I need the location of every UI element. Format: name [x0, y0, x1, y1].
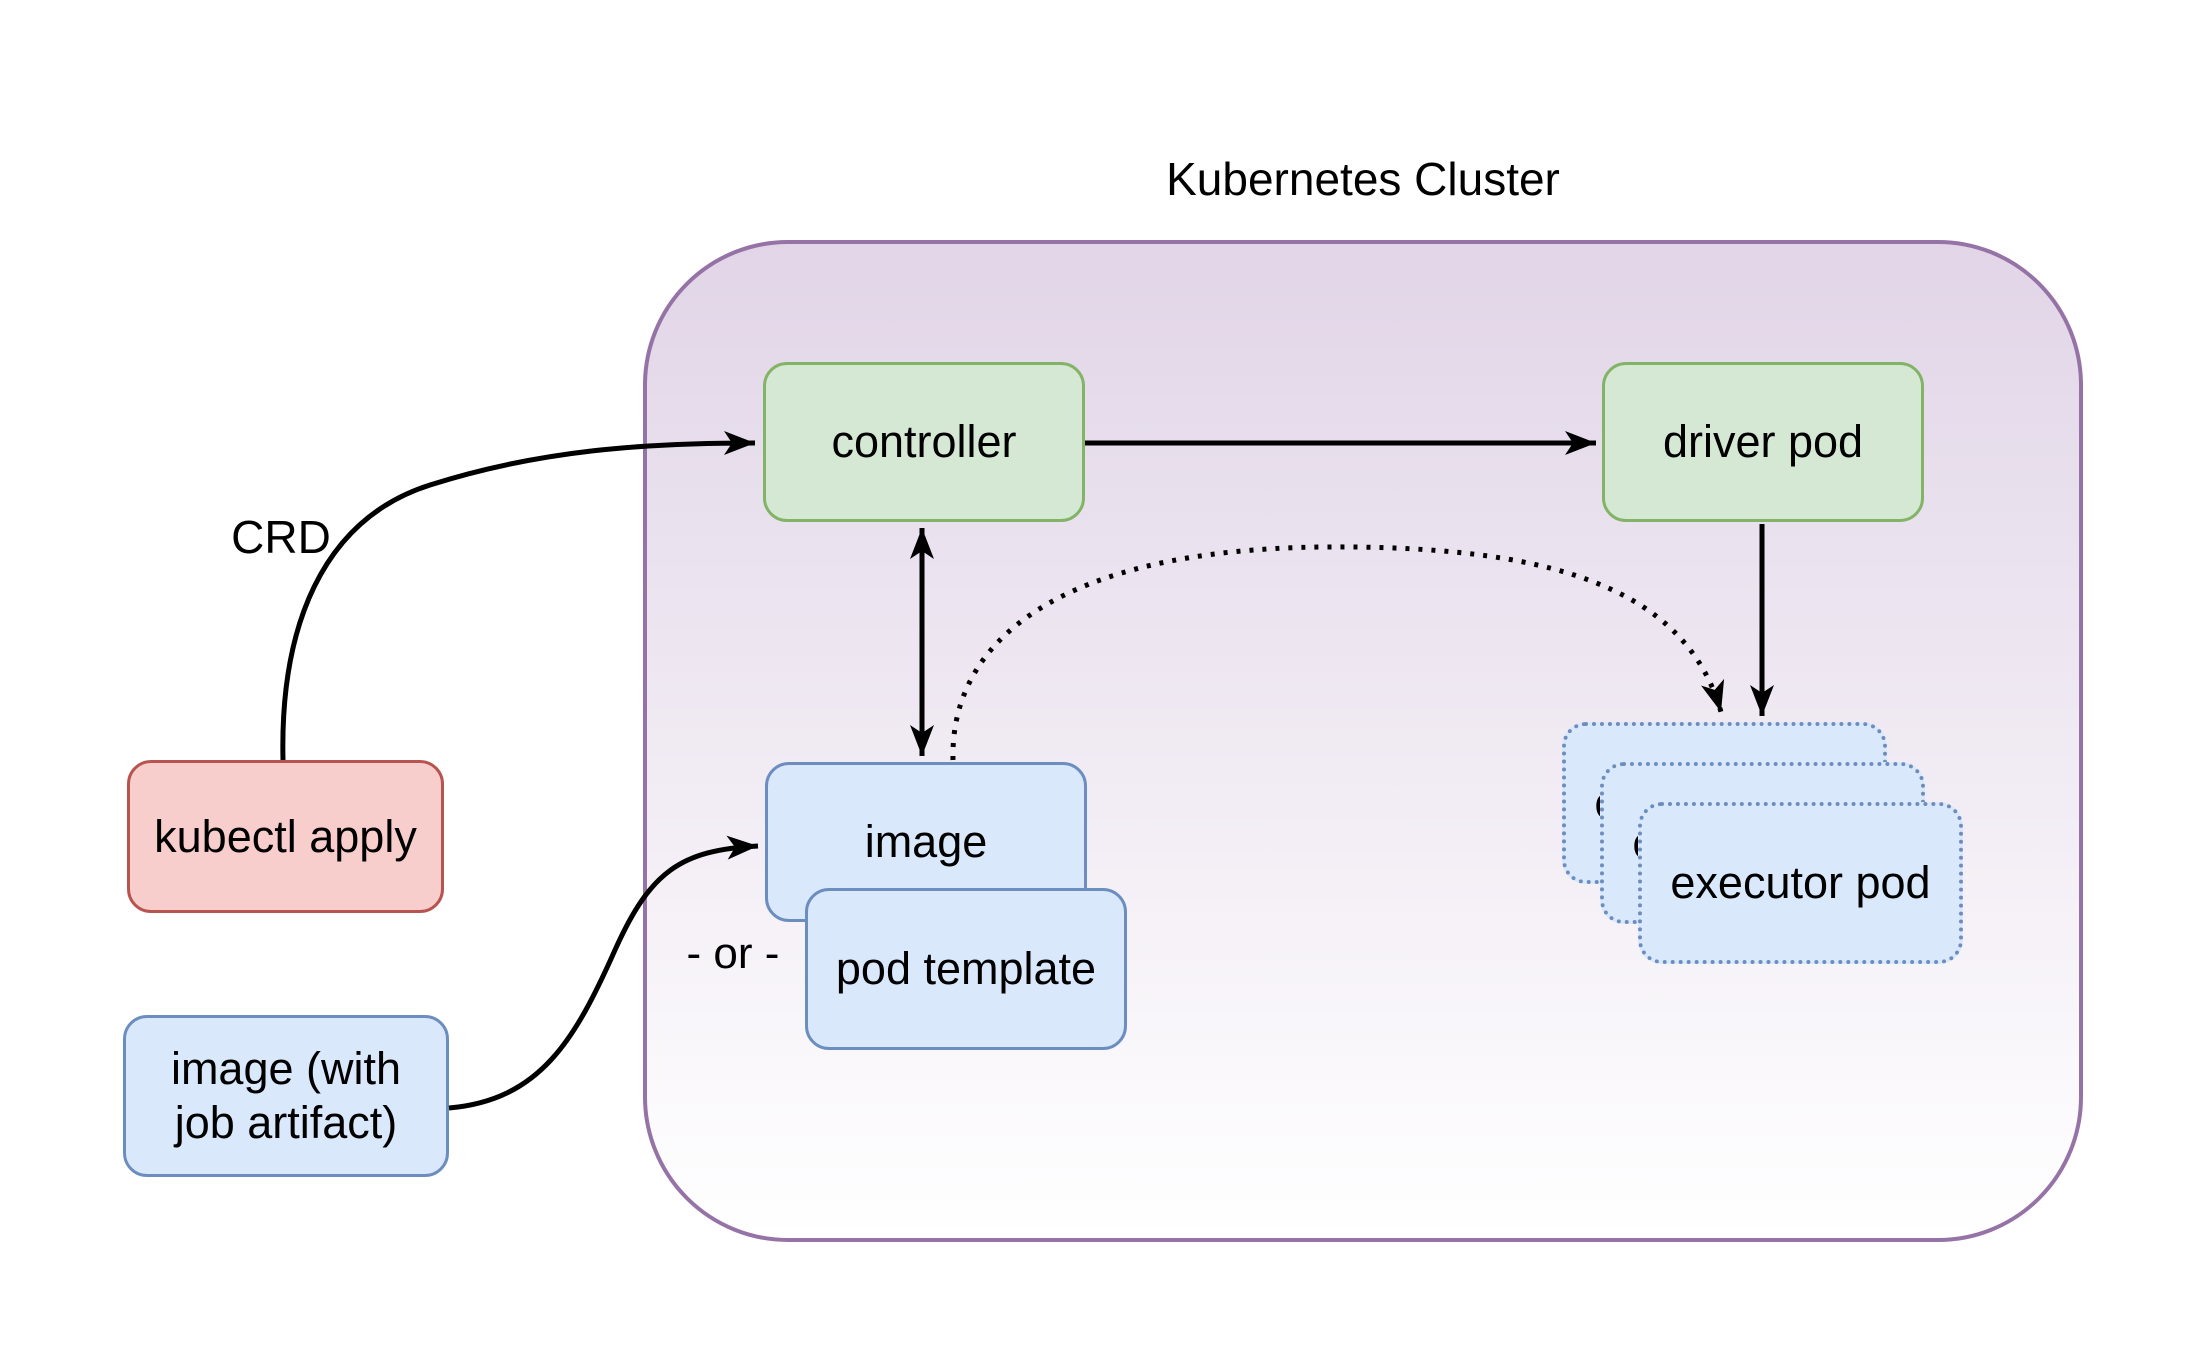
crd-label: CRD: [231, 511, 331, 563]
node-kubectl-apply: kubectl apply: [127, 760, 444, 913]
node-job-image: image (with job artifact): [123, 1015, 449, 1177]
cluster-title: Kubernetes Cluster: [1166, 153, 1560, 205]
node-executor-pod-front: executor pod: [1638, 802, 1963, 964]
node-pod-template-label: pod template: [835, 943, 1097, 994]
node-controller-label: controller: [831, 416, 1017, 467]
node-image-label: image: [864, 816, 988, 867]
node-job-image-label: image (with job artifact): [170, 1043, 402, 1148]
node-controller: controller: [763, 362, 1085, 522]
or-label: - or -: [686, 929, 780, 978]
node-driver-pod-label: driver pod: [1662, 416, 1864, 467]
node-kubectl-apply-label: kubectl apply: [154, 810, 417, 862]
node-driver-pod: driver pod: [1602, 362, 1924, 522]
node-executor-pod-front-label: executor pod: [1670, 857, 1931, 908]
node-pod-template: pod template: [805, 888, 1127, 1050]
